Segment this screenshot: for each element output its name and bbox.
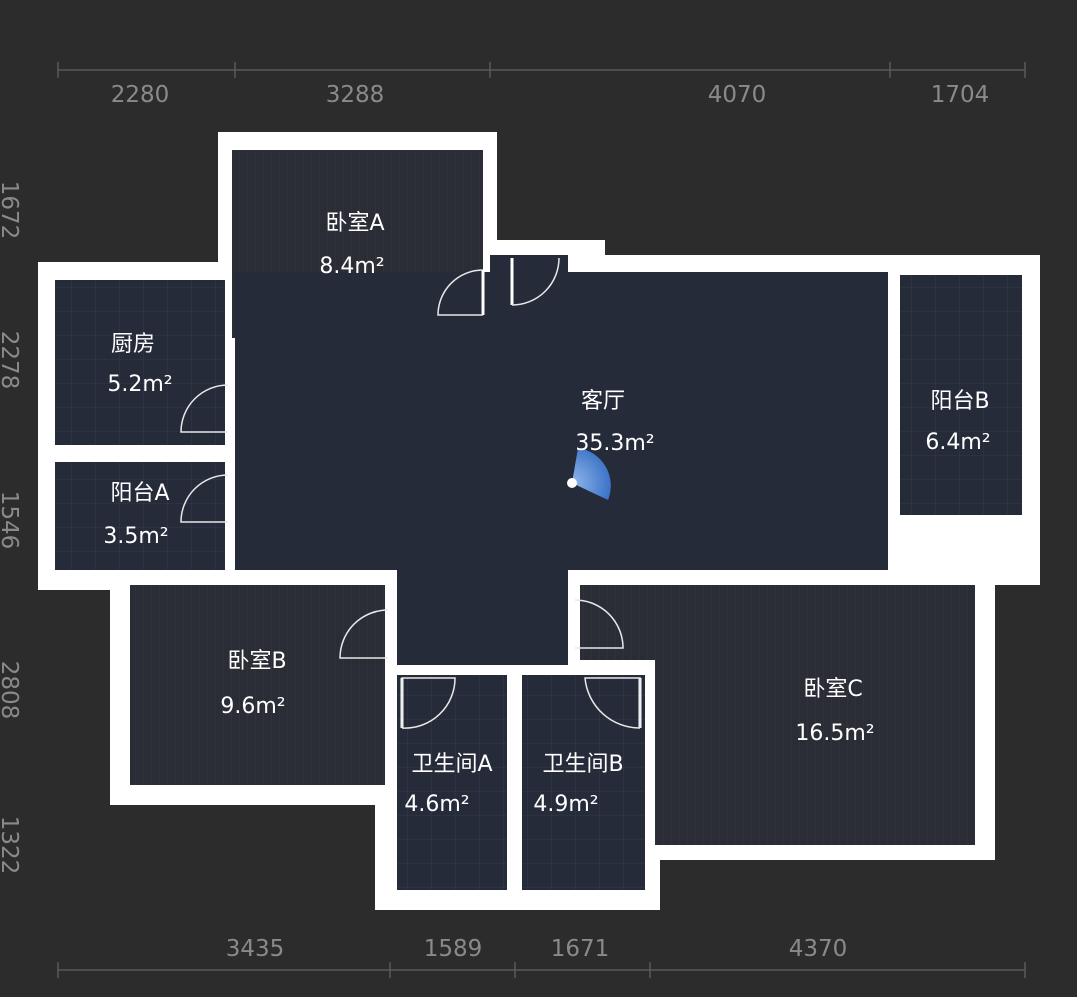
room-living[interactable]	[235, 255, 888, 665]
room-name: 卧室B	[227, 649, 286, 674]
room-kitchen[interactable]	[55, 280, 225, 445]
dimension-label: 1704	[931, 82, 990, 108]
dimension-label: 2278	[0, 331, 22, 390]
doors	[180, 257, 642, 729]
room-area: 8.4m²	[319, 254, 384, 279]
room-area: 3.5m²	[103, 524, 168, 549]
dimension-label: 1546	[0, 491, 22, 550]
room-name: 阳台B	[930, 389, 989, 414]
dimension-label: 4070	[708, 82, 767, 108]
room-name: 卧室A	[325, 211, 384, 236]
room-bath-a[interactable]	[397, 675, 507, 890]
dimension-label: 3435	[226, 936, 285, 962]
room-name: 客厅	[581, 389, 625, 414]
room-name: 厨房	[111, 332, 155, 357]
bottom-dimension-line	[57, 962, 1026, 978]
room-area: 6.4m²	[925, 430, 990, 455]
room-name: 阳台A	[110, 481, 169, 506]
room-area: 5.2m²	[107, 372, 172, 397]
room-area: 9.6m²	[220, 694, 285, 719]
dimension-label: 3288	[326, 82, 385, 108]
view-direction-icon[interactable]	[567, 448, 611, 500]
dimension-label: 4370	[789, 936, 848, 962]
room-area: 16.5m²	[795, 721, 874, 746]
dimension-label: 1671	[551, 936, 610, 962]
room-bedroom-b[interactable]	[130, 585, 385, 785]
room-area: 4.9m²	[533, 792, 598, 817]
dimension-label: 2808	[0, 661, 22, 720]
dimension-label: 1322	[0, 816, 22, 875]
room-bath-b[interactable]	[522, 675, 645, 890]
room-area: 35.3m²	[575, 431, 654, 456]
room-name: 卫生间A	[411, 752, 492, 777]
room-balcony-b[interactable]	[900, 275, 1022, 515]
room-area: 4.6m²	[404, 792, 469, 817]
room-bedroom-c[interactable]	[580, 585, 975, 845]
dimension-label: 1672	[0, 181, 22, 240]
room-name: 卫生间B	[542, 752, 623, 777]
dimension-label: 1589	[424, 936, 483, 962]
top-dimension-line	[57, 62, 1026, 78]
dimension-label: 2280	[111, 82, 170, 108]
room-name: 卧室C	[803, 677, 862, 702]
room-balcony-a[interactable]	[55, 462, 225, 570]
